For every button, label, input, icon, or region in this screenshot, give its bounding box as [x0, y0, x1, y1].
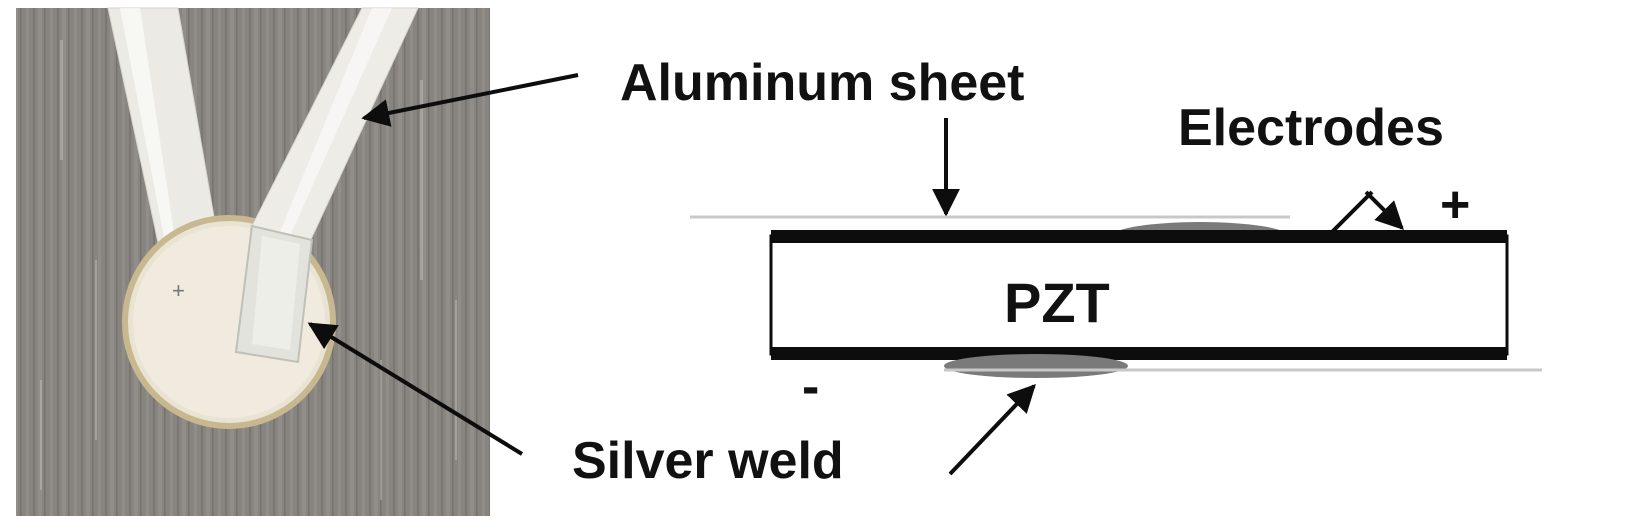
label-pzt: PZT	[1004, 271, 1110, 334]
label-electrodes: Electrodes	[1178, 99, 1444, 157]
electrode-bottom	[771, 347, 1507, 360]
electrode-top	[771, 230, 1507, 243]
disc-plus-mark: +	[172, 278, 185, 303]
arrow-electrode-top	[1364, 190, 1404, 230]
pzt-block	[769, 234, 1509, 356]
label-aluminum-sheet: Aluminum sheet	[620, 54, 1025, 112]
cross-section	[690, 215, 1542, 378]
label-silver-weld: Silver weld	[572, 432, 844, 490]
silver-weld-bottom	[944, 354, 1128, 378]
label-plus: +	[1440, 176, 1470, 234]
arrow-weld-diagram	[948, 383, 1036, 476]
arrow-weld-photo	[307, 322, 524, 456]
label-minus: -	[802, 358, 819, 416]
photo-panel: +	[16, 7, 490, 516]
arrow-aluminum-photo	[361, 73, 579, 127]
